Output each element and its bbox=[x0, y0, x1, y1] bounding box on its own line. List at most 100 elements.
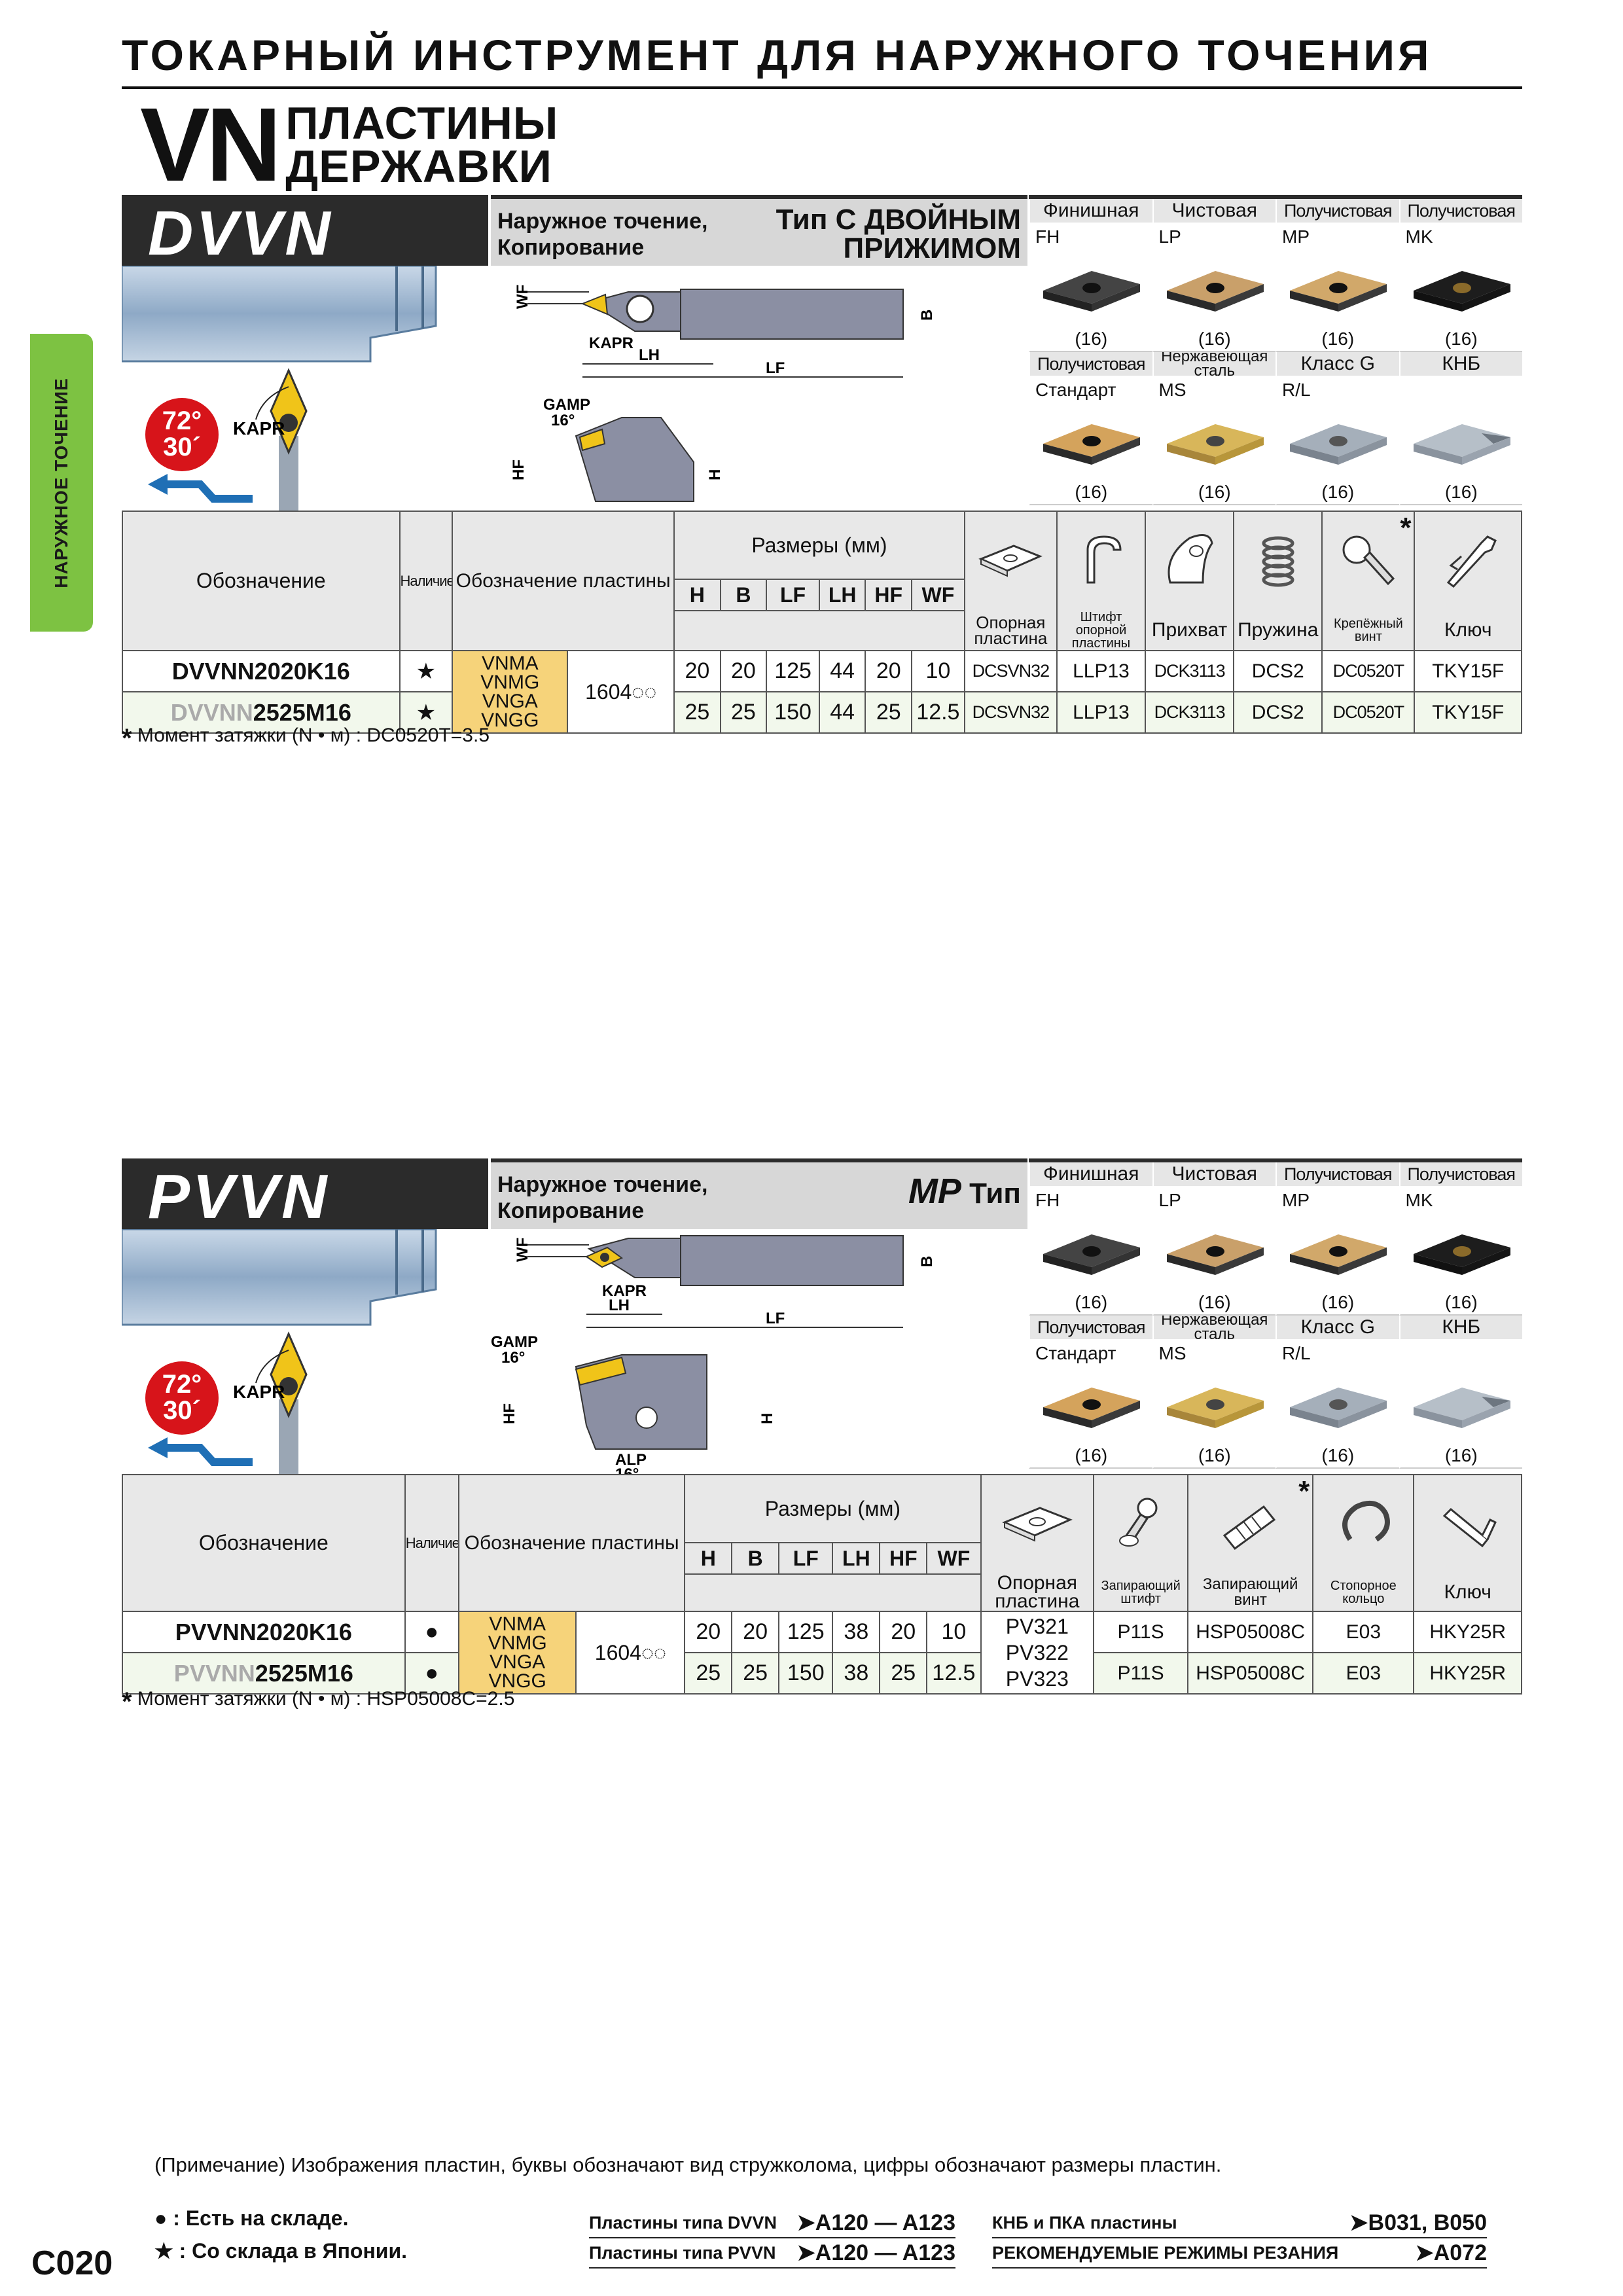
insert-image-row: FH (16) LP (16) MP (16) MK (16) bbox=[1029, 224, 1522, 352]
angle-badge bbox=[145, 1361, 219, 1435]
insert-image bbox=[1290, 1234, 1387, 1275]
table-row[interactable]: DVVNN2020K16 ★ VNMA VNMG VNGA VNGG 1604◌… bbox=[122, 650, 1522, 734]
dimension-drawing: WF B KAPR LH LF GAMP 16° HF H bbox=[491, 266, 1027, 511]
insert-designation-cell: VNMA VNMG VNGA VNGG 1604◌◌ bbox=[452, 650, 675, 734]
page-title: ТОКАРНЫЙ ИНСТРУМЕНТ ДЛЯ НАРУЖНОГО ТОЧЕНИ… bbox=[122, 31, 1433, 79]
section-dvvn: DVVN KAPR 72° 30´ bbox=[120, 195, 1522, 753]
insert-image bbox=[1290, 1388, 1387, 1428]
insert-header-row: Финишная Чистовая Получистовая Получисто… bbox=[1029, 199, 1522, 224]
kapr-label: KAPR bbox=[602, 1282, 647, 1300]
holder-name-banner: DVVN bbox=[122, 195, 488, 268]
holder-photo: KAPR 72° 30´ bbox=[120, 1228, 437, 1474]
insert-image bbox=[1043, 1234, 1140, 1275]
insert-image bbox=[1166, 1234, 1264, 1275]
insert-image-row: Стандарт (16) MS (16) R/L (16) (16) bbox=[1029, 1340, 1522, 1469]
title-rule bbox=[122, 86, 1522, 89]
insert-card[interactable]: LP (16) bbox=[1152, 224, 1275, 352]
feed-arrow bbox=[168, 1444, 253, 1466]
page-header: ТОКАРНЫЙ ИНСТРУМЕНТ ДЛЯ НАРУЖНОГО ТОЧЕНИ… bbox=[122, 27, 1522, 89]
kapr-label: KAPR bbox=[233, 418, 285, 439]
angle-badge bbox=[145, 398, 219, 471]
stock-legend: ● : Есть на складе. ★ : Со склада в Япон… bbox=[154, 2206, 407, 2263]
torque-note: * Момент затяжки (N • м) : DC0520T=3.5 bbox=[122, 724, 490, 753]
insert-card[interactable]: Стандарт (16) bbox=[1029, 377, 1152, 505]
stock-mark: ★ bbox=[399, 650, 454, 692]
lh-label: LH bbox=[609, 1297, 630, 1314]
wrench-icon bbox=[1413, 1474, 1522, 1574]
insert-image bbox=[1413, 1388, 1510, 1428]
ref-link[interactable]: РЕКОМЕНДУЕМЫЕ РЕЖИМЫ РЕЗАНИЯ➤A072 bbox=[992, 2238, 1487, 2269]
alp-value: 16° bbox=[615, 1465, 639, 1474]
kapr-label: KAPR bbox=[589, 334, 633, 352]
b-label: B bbox=[918, 310, 936, 321]
side-tab-label: НАРУЖНОЕ ТОЧЕНИЕ bbox=[51, 377, 71, 588]
col-designation: Обозначение bbox=[122, 1474, 406, 1612]
insert-card[interactable]: MP (16) bbox=[1275, 224, 1399, 352]
retaining-ring-icon bbox=[1312, 1474, 1415, 1574]
clamp-icon bbox=[1145, 511, 1235, 611]
lf-label: LF bbox=[766, 1310, 785, 1327]
insert-card[interactable]: FH (16) bbox=[1029, 1187, 1152, 1316]
insert-image bbox=[1166, 424, 1264, 465]
insert-card[interactable]: (16) bbox=[1399, 1340, 1522, 1469]
series-subtitle: ПЛАСТИНЫ ДЕРЖАВКИ bbox=[285, 100, 558, 189]
shim-icon bbox=[980, 1474, 1095, 1574]
insert-grid: Финишная Чистовая Получистовая Получисто… bbox=[1029, 195, 1522, 511]
table-row[interactable]: PVVNN2020K16 ● VNMA VNMG VNGA VNGG 1604◌… bbox=[122, 1611, 1522, 1695]
hf-label: HF bbox=[510, 459, 527, 480]
gamp-label: GAMP bbox=[491, 1333, 538, 1351]
stock-mark: ★ bbox=[399, 691, 454, 734]
col-designation: Обозначение bbox=[122, 511, 401, 651]
application-bar: Наружное точение, Копирование MP Тип bbox=[491, 1158, 1027, 1229]
ref-link[interactable]: КНБ и ПКА пластины➤B031, B050 bbox=[992, 2208, 1487, 2238]
side-tab[interactable]: НАРУЖНОЕ ТОЧЕНИЕ bbox=[30, 334, 93, 632]
insert-image bbox=[1413, 1234, 1510, 1275]
series-heading: VN ПЛАСТИНЫ ДЕРЖАВКИ bbox=[140, 92, 558, 197]
insert-card[interactable]: LP (16) bbox=[1152, 1187, 1275, 1316]
table-row[interactable]: DVVNN2525M16 ★ 25 25 150 44 25 12.5 DCSV… bbox=[122, 691, 1522, 734]
ref-link[interactable]: Пластины типа DVVN➤A120 — A123 bbox=[589, 2208, 955, 2238]
dimension-drawing: WF B KAPR LH LF GAMP 16° HF H ALP 16° bbox=[491, 1229, 1027, 1483]
angle-degrees: 72° bbox=[162, 1370, 202, 1399]
insert-card[interactable]: Стандарт (16) bbox=[1029, 1340, 1152, 1469]
angle-minutes: 30´ bbox=[163, 433, 201, 461]
insert-card[interactable]: MS (16) bbox=[1152, 377, 1275, 505]
pvvn-spec-table: Обозначение Наличие Обозначение пластины… bbox=[122, 1474, 1522, 1695]
insert-card[interactable]: R/L (16) bbox=[1275, 377, 1399, 505]
ref-links-left: Пластины типа DVVN➤A120 — A123 Пластины … bbox=[589, 2208, 955, 2269]
insert-card[interactable]: (16) bbox=[1399, 377, 1522, 505]
insert-image-row: FH (16) LP (16) MP (16) MK (16) bbox=[1029, 1187, 1522, 1316]
b-label: B bbox=[918, 1256, 936, 1267]
lh-label: LH bbox=[639, 346, 660, 364]
lf-label: LF bbox=[766, 359, 785, 377]
kapr-label: KAPR bbox=[233, 1382, 285, 1402]
footnote: (Примечание) Изображения пластин, буквы … bbox=[154, 2153, 1222, 2176]
insert-image bbox=[1413, 424, 1510, 465]
angle-minutes: 30´ bbox=[163, 1396, 201, 1425]
insert-card[interactable]: R/L (16) bbox=[1275, 1340, 1399, 1469]
col-dimensions: Размеры (мм) bbox=[673, 511, 965, 580]
angle-degrees: 72° bbox=[162, 406, 202, 435]
gamp-value: 16° bbox=[501, 1349, 525, 1367]
gamp-label: GAMP bbox=[543, 396, 590, 414]
insert-codes: VNMA VNMG VNGA VNGG bbox=[459, 1613, 577, 1693]
clamp-type: MP Тип bbox=[908, 1172, 1021, 1211]
insert-card[interactable]: MK (16) bbox=[1399, 1187, 1522, 1316]
insert-header-row: Получистовая Нержавеющая сталь Класс G К… bbox=[1029, 352, 1522, 377]
holder-name: DVVN bbox=[148, 198, 333, 268]
insert-card[interactable]: FH (16) bbox=[1029, 224, 1152, 352]
insert-image bbox=[1166, 1388, 1264, 1428]
shim-pin-icon bbox=[1056, 511, 1147, 611]
insert-image bbox=[1043, 271, 1140, 312]
insert-image bbox=[1290, 424, 1387, 465]
dvvn-spec-table: Обозначение Наличие Обозначение пластины… bbox=[122, 511, 1522, 734]
col-insert: Обозначение пластины bbox=[452, 511, 675, 651]
insert-card[interactable]: MP (16) bbox=[1275, 1187, 1399, 1316]
torque-note: * Момент затяжки (N • м) : HSP05008C=2.5 bbox=[122, 1687, 515, 1716]
clamp-type: Тип С ДВОЙНЫМ ПРИЖИМОМ bbox=[776, 204, 1021, 264]
insert-card[interactable]: MS (16) bbox=[1152, 1340, 1275, 1469]
col-dimensions: Размеры (мм) bbox=[684, 1474, 982, 1543]
ref-link[interactable]: Пластины типа PVVN➤A120 — A123 bbox=[589, 2238, 955, 2269]
table-row[interactable]: PVVNN2525M16 ● 25 25 150 38 25 12.5 P11S… bbox=[122, 1652, 1522, 1695]
insert-card[interactable]: MK (16) bbox=[1399, 224, 1522, 352]
